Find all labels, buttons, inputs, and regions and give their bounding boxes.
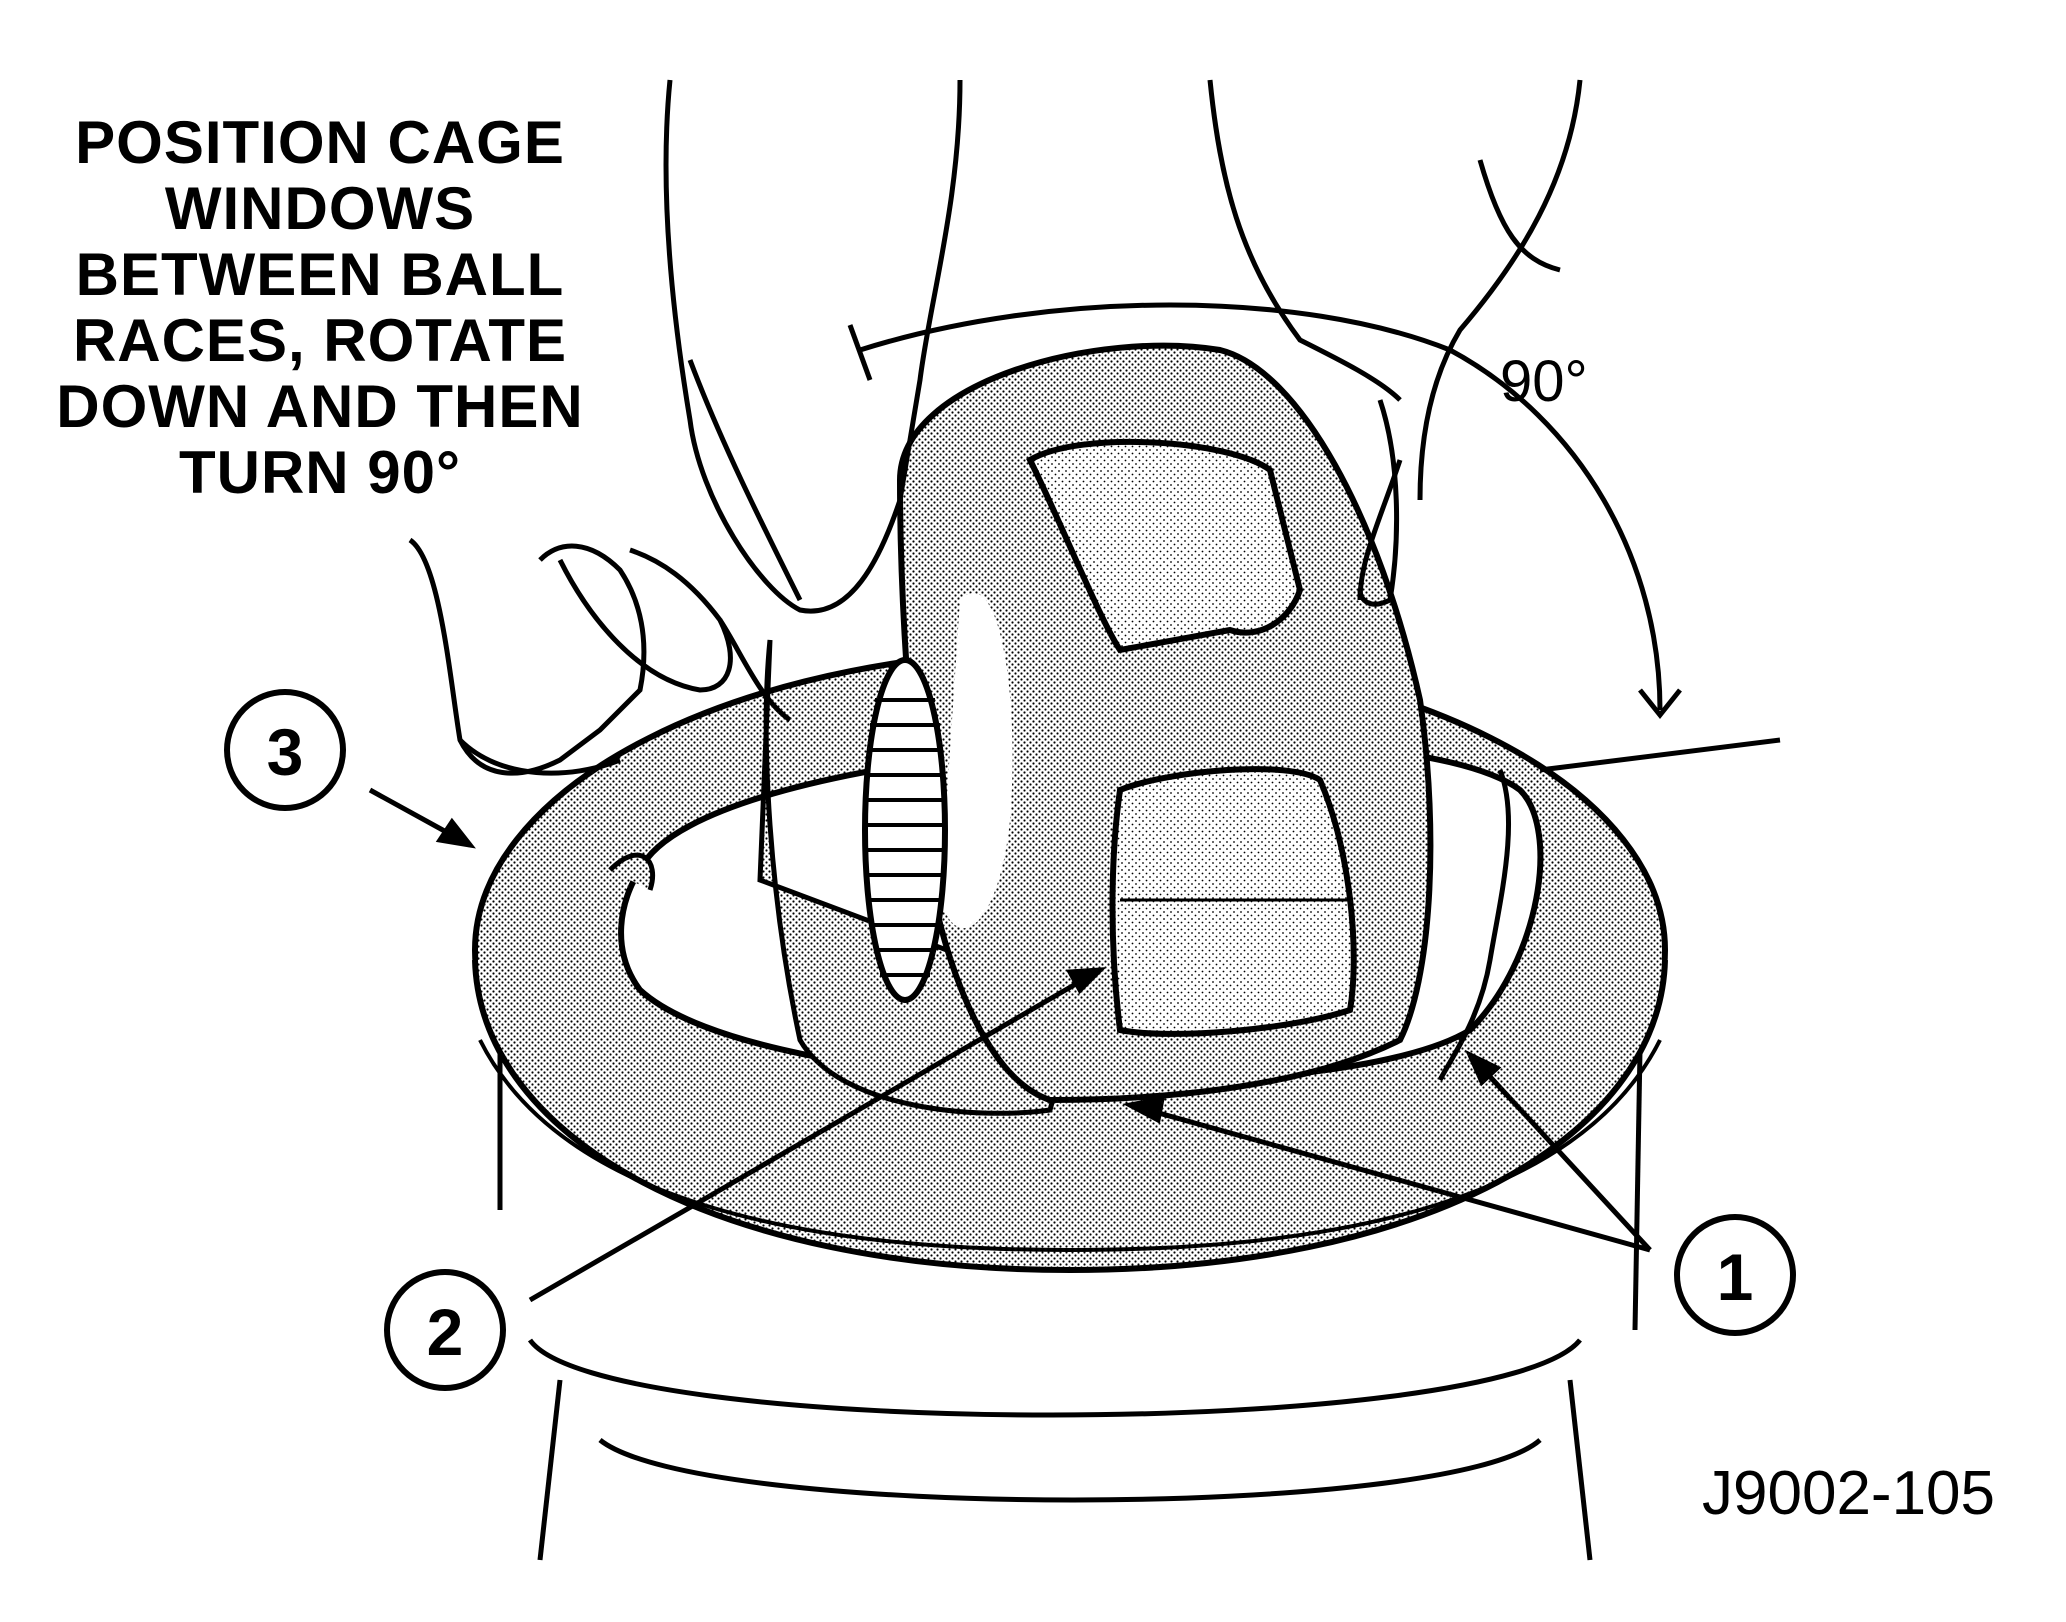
callout-1: 1	[1674, 1214, 1796, 1336]
callout-1-number: 1	[1717, 1240, 1754, 1314]
instruction-text: POSITION CAGE WINDOWS BETWEEN BALL RACES…	[20, 110, 620, 506]
instruction-line-3: BETWEEN BALL	[75, 241, 565, 308]
technician-hand	[408, 79, 1583, 776]
rotation-angle-label: 90°	[1500, 349, 1588, 414]
callout-3: 3	[224, 689, 346, 811]
figure-id: J9002-105	[1702, 1459, 1996, 1528]
rotation-arc	[847, 302, 1781, 773]
callout-2-number: 2	[427, 1295, 464, 1369]
callout-3-number: 3	[267, 715, 304, 789]
instruction-line-4: RACES, ROTATE	[72, 307, 568, 374]
callout-2: 2	[384, 1269, 506, 1391]
instruction-line-6: TURN 90°	[178, 439, 462, 506]
outer-housing	[497, 1049, 1643, 1561]
cage-and-inner-race	[757, 342, 1434, 1116]
leader-lines	[368, 787, 1652, 1303]
splined-bore	[862, 657, 948, 1003]
instruction-line-2: WINDOWS	[164, 175, 476, 242]
cage-window-upper	[1026, 438, 1304, 654]
cage-window-lower	[1109, 766, 1357, 1037]
instruction-line-5: DOWN AND THEN	[56, 373, 584, 440]
instruction-line-1: POSITION CAGE	[75, 109, 565, 176]
